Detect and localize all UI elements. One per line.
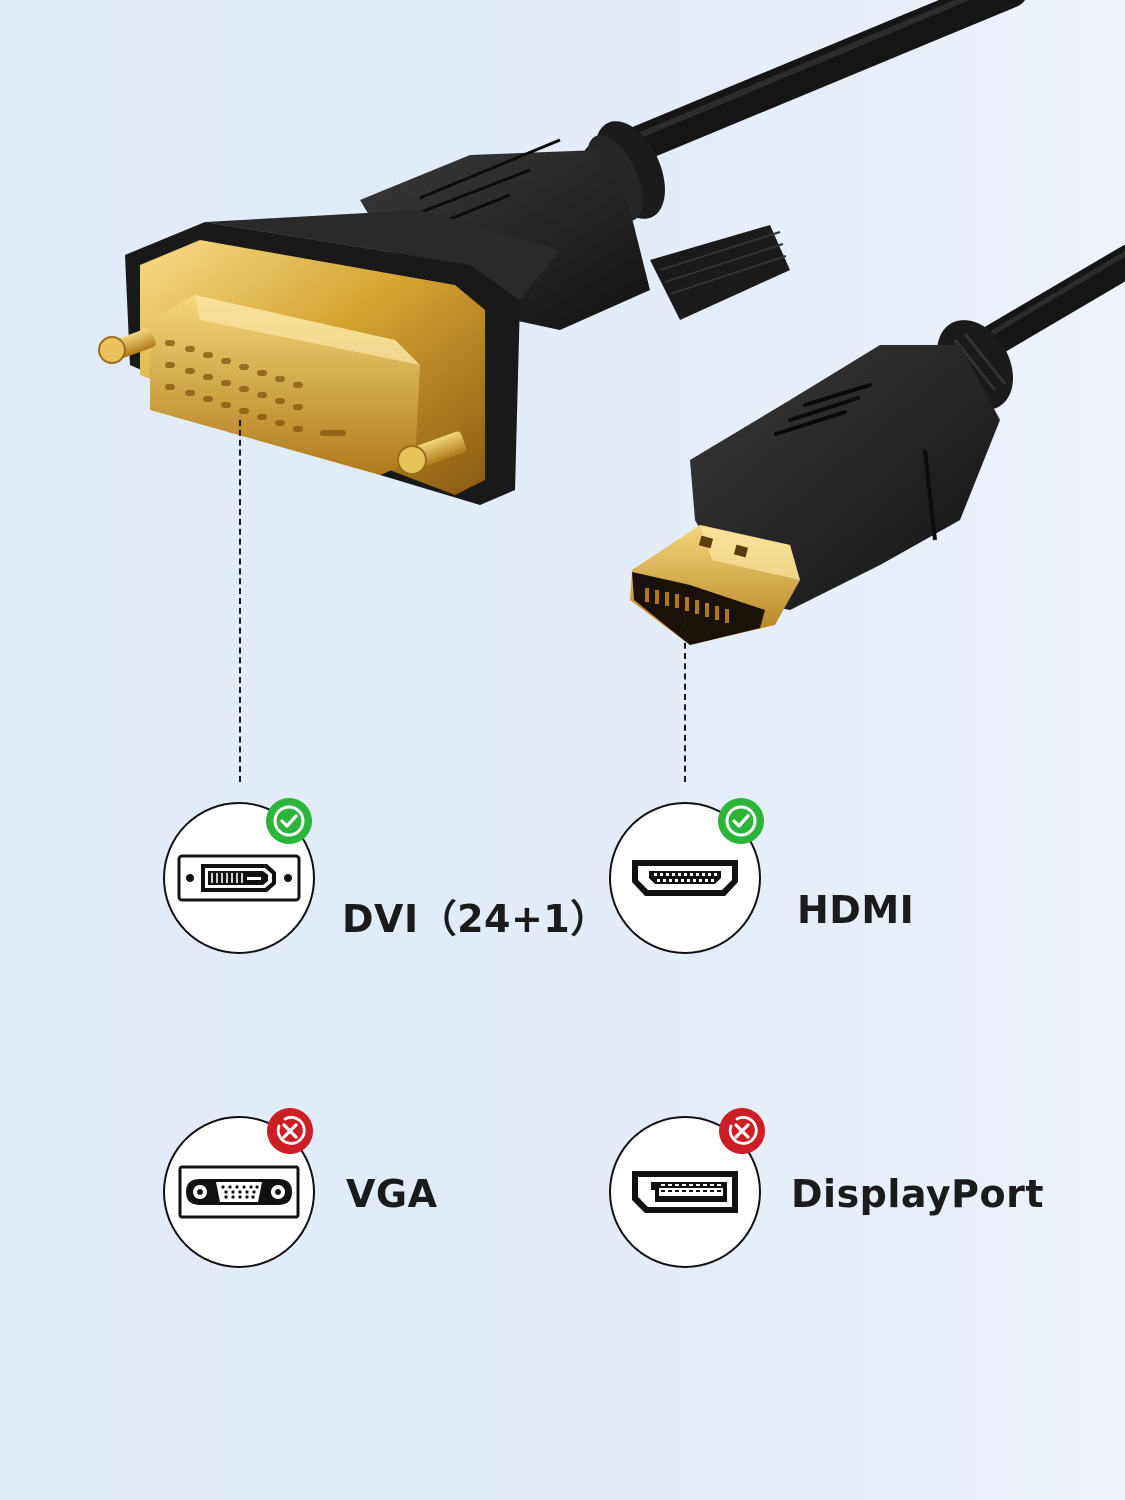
displayport-label: DisplayPort	[791, 1172, 1045, 1216]
dvi-port-icon	[177, 854, 301, 902]
dvi-connector	[98, 138, 790, 505]
dvi-cable	[582, 0, 1025, 221]
cross-icon	[276, 1116, 306, 1145]
displayport-icon-circle	[609, 1116, 761, 1268]
hdmi-leader-line	[684, 612, 686, 782]
vga-port-icon	[178, 1165, 300, 1219]
dvi-label: DVI（24+1）	[342, 897, 609, 941]
displayport-incompatible-badge	[719, 1108, 765, 1154]
dvi-compatible-badge	[266, 798, 312, 844]
hdmi-connector	[630, 345, 1000, 645]
thumbscrew-right	[397, 431, 467, 475]
hdmi-port-icon	[632, 860, 738, 896]
check-icon	[273, 805, 305, 837]
vga-label: VGA	[346, 1172, 438, 1216]
vga-icon-circle	[163, 1116, 315, 1268]
cross-icon	[728, 1116, 758, 1145]
dvi-leader-line	[239, 420, 241, 782]
thumbscrew-left	[98, 328, 156, 364]
hdmi-compatible-badge	[718, 798, 764, 844]
dvi-icon-circle	[163, 802, 315, 954]
check-icon	[725, 805, 757, 837]
vga-incompatible-badge	[267, 1108, 313, 1154]
displayport-icon	[632, 1171, 738, 1213]
hdmi-label: HDMI	[797, 888, 915, 932]
cable-illustration	[98, 0, 1125, 645]
